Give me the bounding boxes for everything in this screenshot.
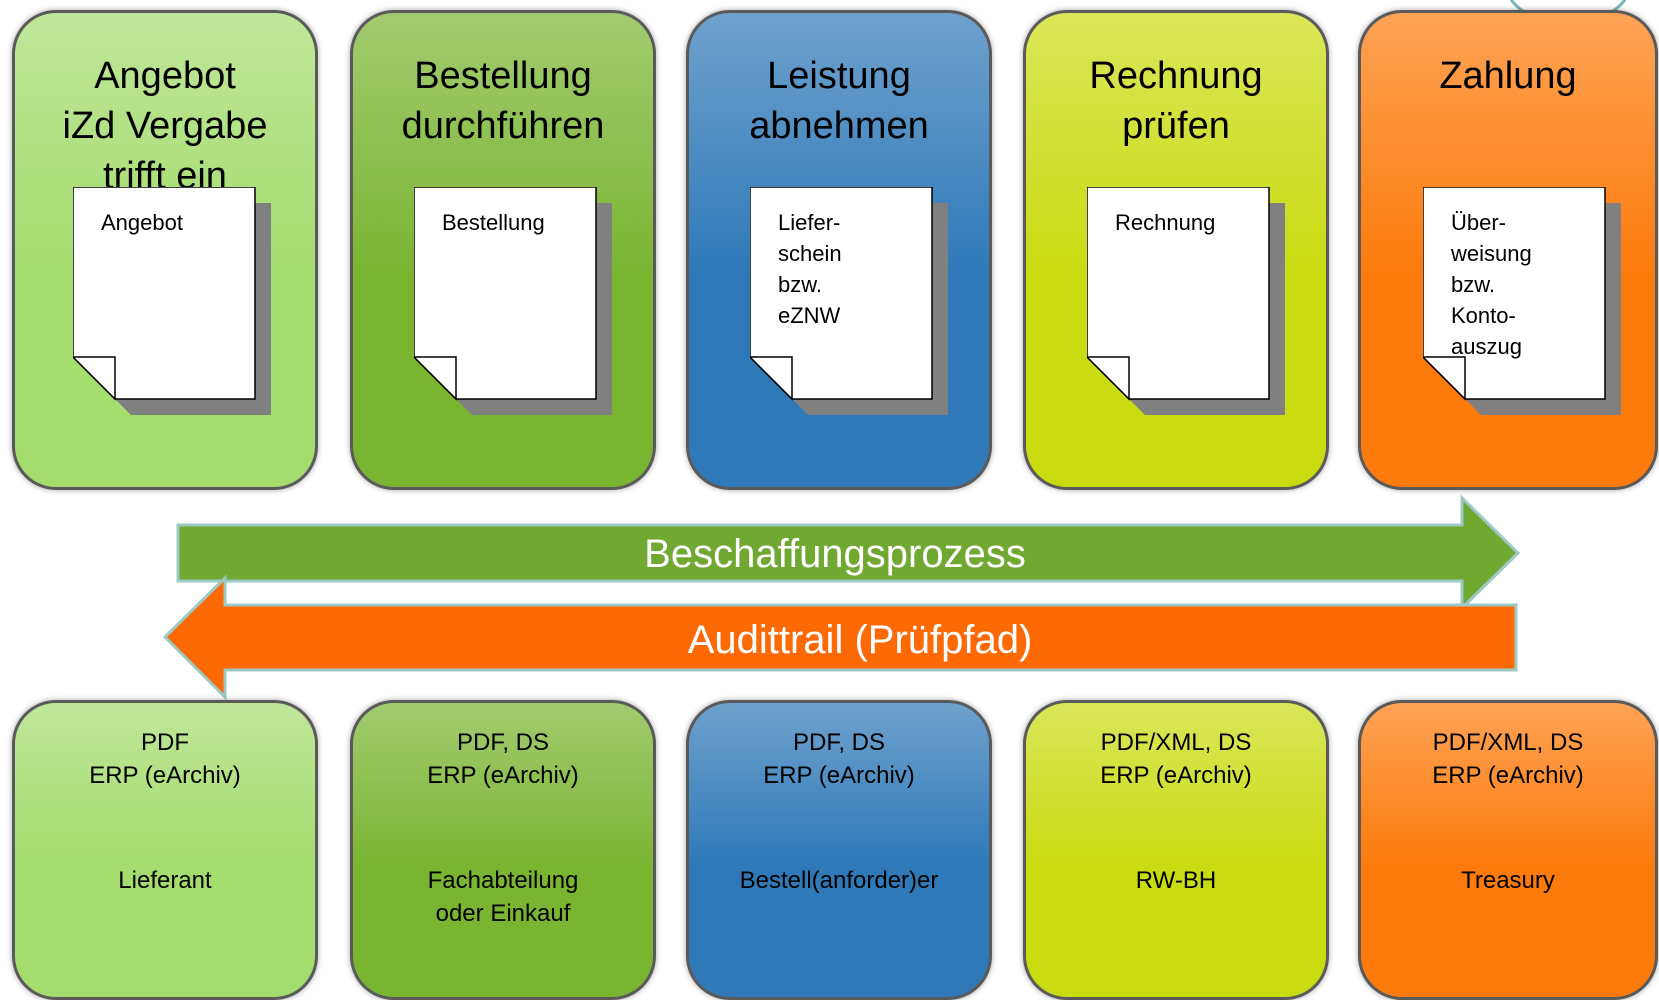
role-text: Treasury: [1461, 867, 1555, 894]
arrow-audittrail: [162, 574, 1518, 701]
document-icon-ueberweisung: Über- weisung bzw. Konto- auszug: [1423, 187, 1621, 415]
role-tile-treasury: PDF/XML, DS ERP (eArchiv) Treasury: [1358, 700, 1658, 1000]
document-label: Angebot: [101, 210, 183, 235]
document-label: Rechnung: [1115, 210, 1216, 235]
role-tile-besteller: PDF, DS ERP (eArchiv) Bestell(anforder)e…: [686, 700, 992, 1000]
document-icon-bestellung: Bestellung: [414, 187, 612, 415]
arrow-beschaffungsprozess: [176, 494, 1521, 612]
role-text: Bestell(anforder)er: [739, 867, 939, 894]
step-title: Leistung abnehmen: [749, 55, 929, 147]
role-tile-fachabteilung: PDF, DS ERP (eArchiv) Fachabteilung oder…: [350, 700, 656, 1000]
document-label: Über- weisung bzw. Konto- auszug: [1451, 210, 1532, 359]
document-label: Liefer- schein bzw. eZNW: [778, 210, 842, 328]
arrow-label-backward: Audittrail (Prüfpfad): [687, 618, 1033, 662]
role-text: Lieferant: [118, 867, 212, 894]
format-text: PDF, DS ERP (eArchiv): [763, 729, 915, 789]
format-text: PDF, DS ERP (eArchiv): [427, 729, 579, 789]
step-title: Zahlung: [1439, 55, 1577, 97]
format-text: PDF/XML, DS ERP (eArchiv): [1100, 729, 1252, 789]
document-icon-lieferschein: Liefer- schein bzw. eZNW: [750, 187, 948, 415]
document-icon-angebot: Angebot: [73, 187, 271, 415]
step-title: Rechnung prüfen: [1089, 55, 1263, 147]
document-icon-rechnung: Rechnung: [1087, 187, 1285, 415]
role-tile-rwbh: PDF/XML, DS ERP (eArchiv) RW-BH: [1023, 700, 1329, 1000]
format-text: PDF/XML, DS ERP (eArchiv): [1432, 729, 1584, 789]
format-text: PDF ERP (eArchiv): [89, 729, 241, 789]
step-title: Bestellung durchführen: [401, 55, 605, 147]
document-label: Bestellung: [442, 210, 545, 235]
role-text: Fachabteilung oder Einkauf: [427, 867, 579, 927]
role-tile-lieferant: PDF ERP (eArchiv) Lieferant: [12, 700, 318, 1000]
arrow-label-forward: Beschaffungsprozess: [644, 532, 1026, 576]
role-text: RW-BH: [1135, 867, 1217, 894]
step-title: Angebot iZd Vergabe trifft ein: [62, 55, 268, 197]
